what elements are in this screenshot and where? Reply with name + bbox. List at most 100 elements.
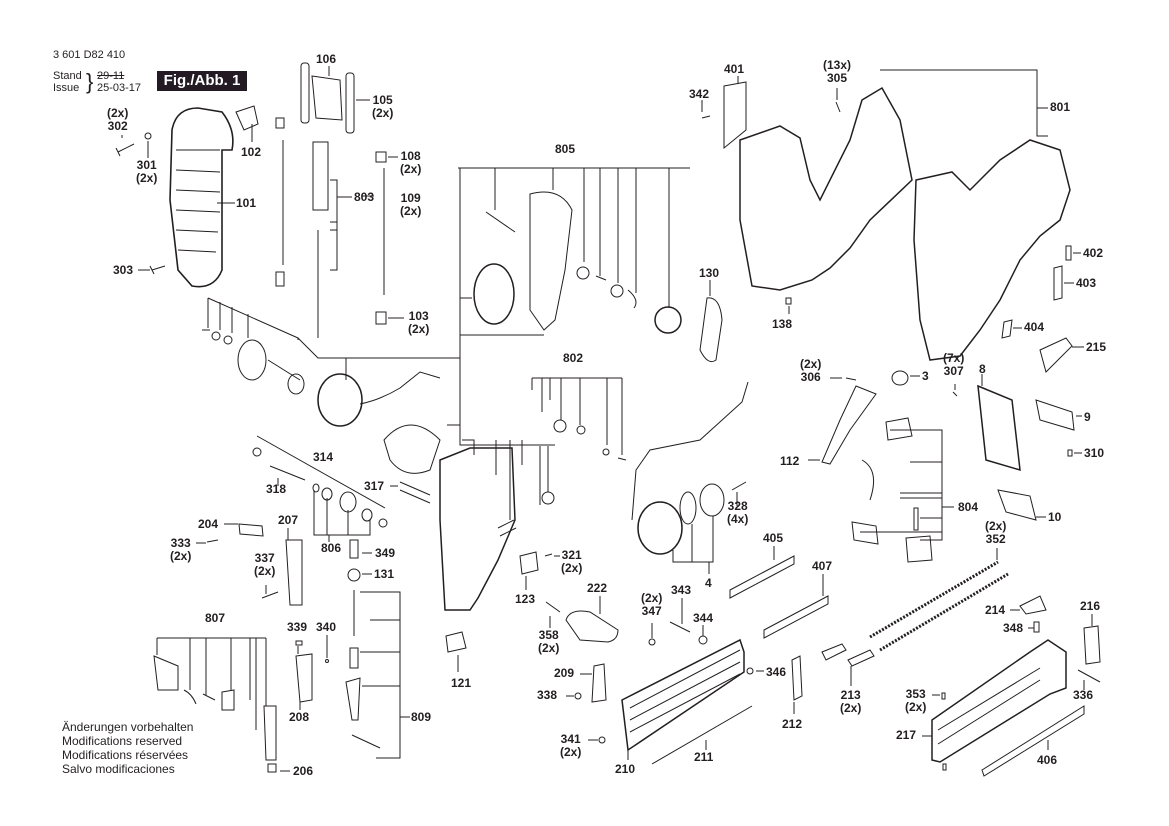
part-804 (852, 418, 954, 562)
label-352: (2x) 352 (985, 519, 1007, 546)
part-801-housings (702, 70, 1070, 360)
label-318: 318 (266, 482, 287, 496)
label-105: 105 (2x) (372, 93, 394, 120)
leader-motor (208, 168, 670, 445)
part-303-screw (138, 266, 165, 274)
label-328: 328 (4x) (727, 499, 749, 526)
label-206: 206 (293, 764, 314, 778)
part-805 (458, 168, 722, 362)
label-123: 123 (515, 592, 536, 606)
label-9: 9 (1084, 410, 1091, 424)
label-103: 103 (2x) (408, 309, 430, 336)
label-216: 216 (1080, 599, 1101, 613)
part-210-211 (588, 640, 764, 764)
part-802 (532, 378, 626, 460)
label-342: 342 (689, 87, 710, 101)
label-321: 321 (2x) (561, 548, 583, 575)
issue-label: Issue (53, 82, 80, 94)
label-214: 214 (985, 603, 1006, 617)
label-208: 208 (289, 710, 310, 724)
part-204-207 (196, 524, 302, 605)
label-131: 131 (374, 567, 395, 581)
label-333: 333 (2x) (170, 536, 192, 563)
label-310: 310 (1084, 446, 1105, 460)
part-4-motor (632, 382, 748, 574)
label-344: 344 (693, 611, 714, 625)
label-301: 301 (2x) (136, 158, 158, 185)
label-210: 210 (615, 762, 636, 776)
label-207: 207 (278, 513, 299, 527)
note-en: Modifications reserved (62, 734, 183, 748)
label-211: 211 (694, 750, 714, 764)
label-338: 338 (537, 688, 558, 702)
part-301-nut (145, 133, 151, 158)
label-353: 353 (2x) (905, 687, 927, 714)
label-340: 340 (316, 620, 337, 634)
label-405: 405 (763, 531, 784, 545)
label-217: 217 (896, 728, 917, 742)
label-4: 4 (705, 576, 712, 590)
label-130: 130 (699, 266, 720, 280)
brace-glyph: } (86, 69, 94, 94)
label-406: 406 (1037, 753, 1058, 767)
part-314-318-806 (253, 436, 430, 542)
label-209: 209 (554, 666, 575, 680)
old-date-struck: 29-11 (97, 70, 125, 82)
label-341: 341 (2x) (560, 732, 582, 759)
label-314: 314 (313, 450, 334, 464)
label-3: 3 (922, 369, 929, 383)
label-302: (2x) 302 (107, 106, 129, 133)
part-8-9-10 (953, 374, 1082, 520)
label-407: 407 (812, 559, 833, 573)
part-809 (346, 540, 410, 758)
part-214-216 (1010, 596, 1100, 690)
label-802: 802 (563, 351, 584, 365)
part-405-407-406 (730, 546, 1084, 776)
label-809: 809 (411, 710, 432, 724)
note-es: Salvo modificaciones (62, 762, 175, 776)
part-402-404 (1002, 246, 1084, 372)
label-348: 348 (1003, 621, 1024, 635)
part-343-347-344 (649, 598, 707, 645)
part-209-338 (566, 664, 606, 702)
part-motor (202, 330, 440, 473)
label-349: 349 (375, 546, 396, 560)
label-102: 102 (241, 145, 262, 159)
label-804: 804 (958, 500, 979, 514)
label-307: (7x) 307 (943, 351, 965, 378)
part-212-213 (792, 644, 874, 714)
label-109: 109 (2x) (400, 191, 422, 218)
label-303: 303 (113, 263, 134, 277)
label-805: 805 (555, 142, 576, 156)
label-212: 212 (782, 717, 803, 731)
label-358: 358 (2x) (538, 628, 560, 655)
part-number: 3 601 D82 410 (53, 49, 126, 61)
part-208 (296, 635, 329, 710)
label-347: (2x) 347 (641, 591, 663, 618)
label-108: 108 (2x) (400, 149, 422, 176)
label-112: 112 (780, 454, 800, 468)
part-102 (236, 106, 258, 142)
label-222: 222 (587, 581, 608, 595)
label-138: 138 (772, 317, 793, 331)
label-343: 343 (671, 583, 692, 597)
label-404: 404 (1024, 320, 1045, 334)
part-222 (546, 596, 618, 642)
label-346: 346 (766, 665, 787, 679)
label-8: 8 (979, 362, 986, 376)
label-213: 213 (2x) (840, 688, 862, 715)
label-402: 402 (1083, 246, 1104, 260)
label-101: 101 (236, 196, 257, 210)
label-807: 807 (205, 611, 226, 625)
part-352-springs (870, 548, 1008, 650)
label-337: 337 (2x) (254, 551, 276, 578)
part-302-screw (116, 135, 134, 156)
label-306: (2x) 306 (800, 357, 822, 384)
note-fr: Modifications réservées (62, 748, 189, 762)
label-121: 121 (451, 676, 472, 690)
label-401: 401 (724, 62, 745, 76)
label-106: 106 (316, 52, 337, 66)
label-403: 403 (1076, 276, 1097, 290)
stand-label: Stand (53, 70, 82, 82)
